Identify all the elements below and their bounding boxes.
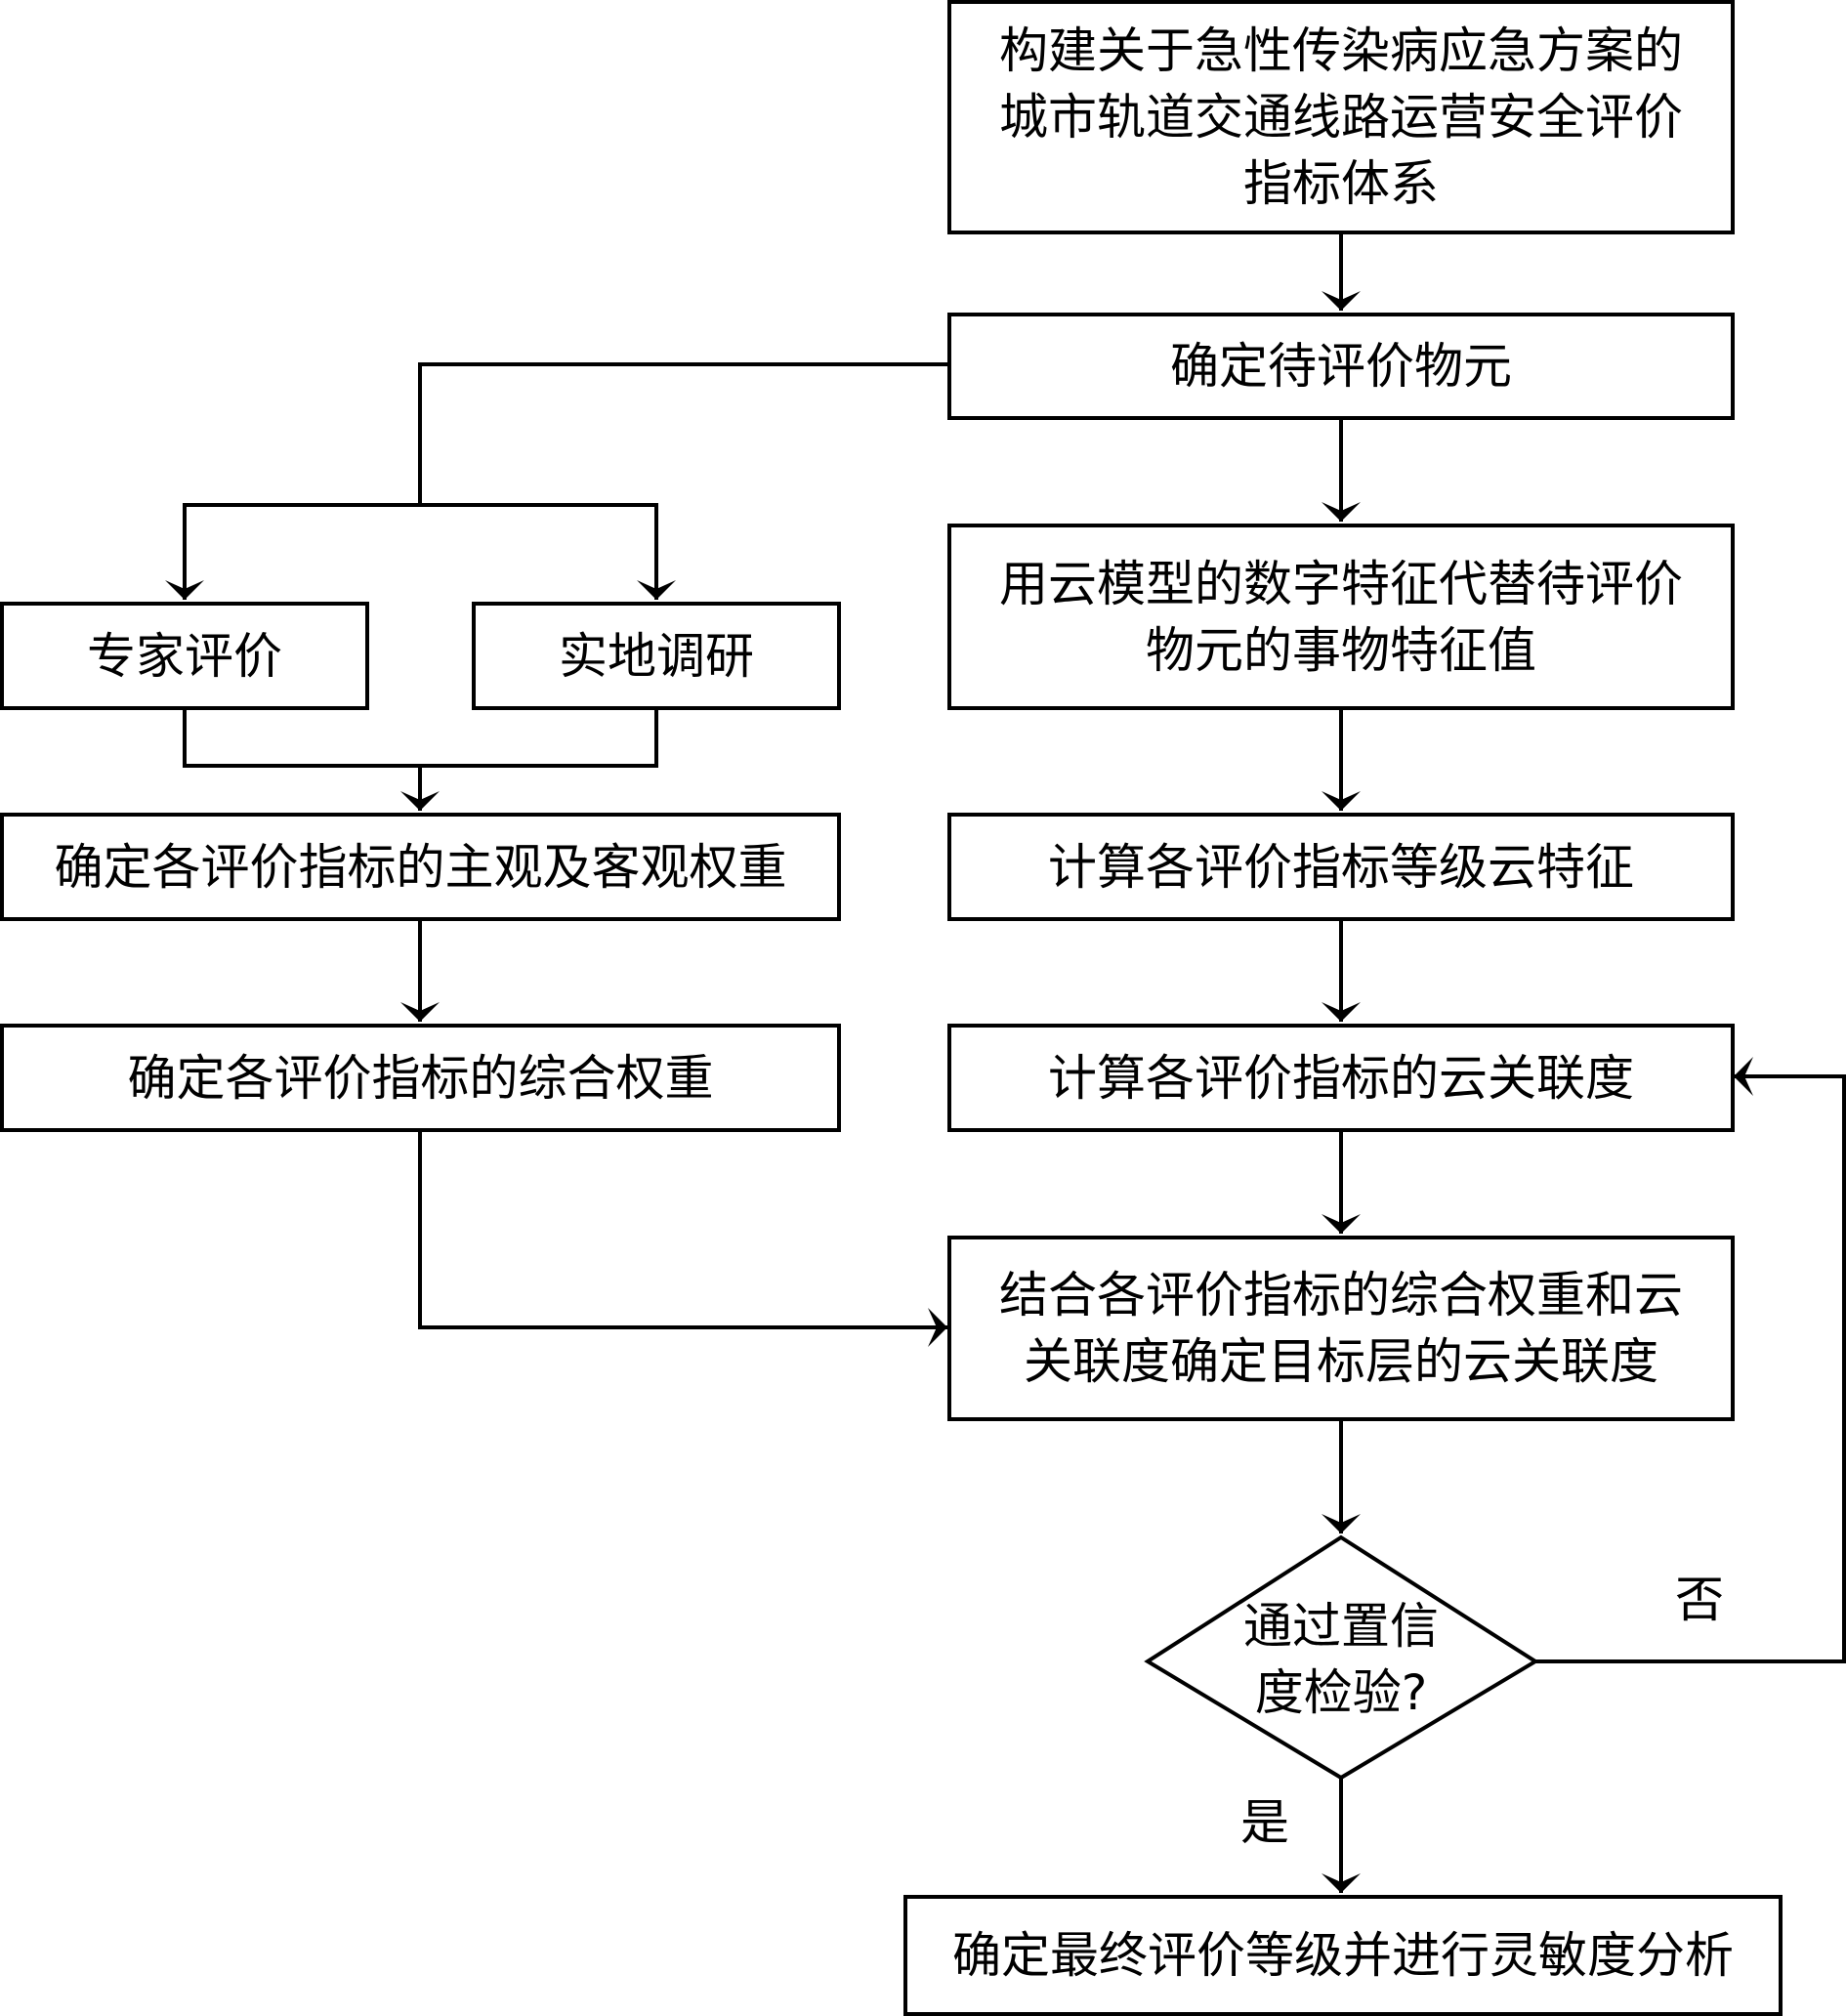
- edge-label-yes: 是: [1240, 1794, 1289, 1851]
- arrow-decision-no-loop: [1535, 1057, 1846, 1663]
- expert-eval-box: 专家评价: [0, 602, 369, 710]
- connector-expert-merge: [183, 708, 658, 768]
- build-index-box: 构建关于急性传染病应急方案的 城市轨道交通线路运营安全评价 指标体系: [947, 0, 1735, 234]
- arrow-branch-to-survey: [420, 503, 676, 600]
- edge-label-no: 否: [1675, 1572, 1724, 1628]
- cloud-relevance-box: 计算各评价指标的云关联度: [947, 1024, 1735, 1132]
- determine-matter-box: 确定待评价物元: [947, 313, 1735, 420]
- decision-text: 通过置信 度检验?: [1243, 1598, 1439, 1721]
- target-relevance-box: 结合各评价指标的综合权重和云 关联度确定目标层的云关联度: [947, 1236, 1735, 1421]
- arrow-branch-to-expert: [165, 503, 420, 600]
- subj-obj-weight-box: 确定各评价指标的主观及客观权重: [0, 813, 841, 921]
- connector-determine-to-branch: [418, 362, 947, 505]
- cloud-digital-box: 用云模型的数字特征代替待评价 物元的事物特征值: [947, 524, 1735, 710]
- decision-diamond: [1144, 1534, 1539, 1781]
- grade-cloud-box: 计算各评价指标等级云特征: [947, 813, 1735, 921]
- final-box: 确定最终评价等级并进行灵敏度分析: [903, 1895, 1783, 2016]
- arrow-combined-to-target: [418, 1130, 947, 1347]
- field-survey-box: 实地调研: [472, 602, 841, 710]
- combined-weight-box: 确定各评价指标的综合权重: [0, 1024, 841, 1132]
